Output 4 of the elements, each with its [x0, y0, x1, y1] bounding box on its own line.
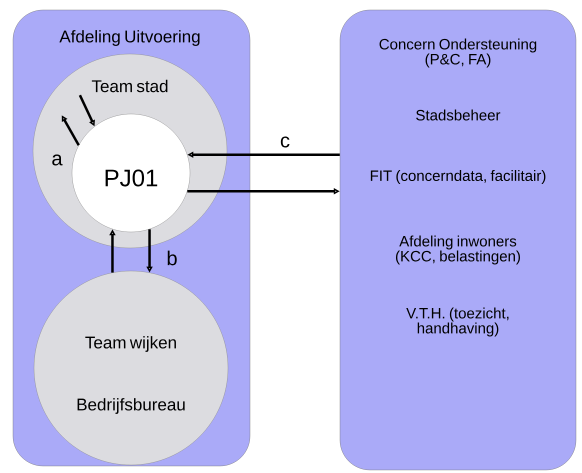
- edge-label: c: [280, 136, 290, 148]
- edge-label: a: [52, 154, 63, 166]
- department-box: Concern Ondersteuning (P&C, FA) Stadsbeheer FIT (concerndata, facilitair) Afdeling inwoners (KCC, belastingen) V.T.H. (toezicht, handhaving): [340, 10, 576, 470]
- edge-label: b: [168, 250, 177, 266]
